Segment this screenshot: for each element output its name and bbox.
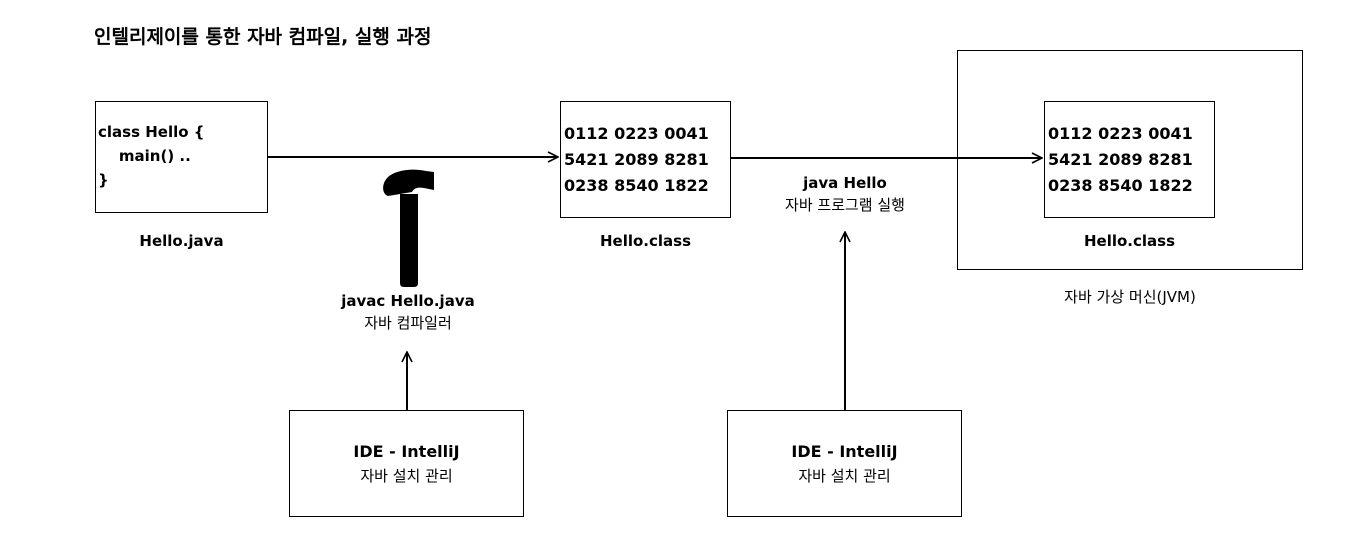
ide-description: 자바 설치 관리 [798, 466, 891, 485]
ide-description: 자바 설치 관리 [360, 466, 453, 485]
code-line: main() .. [98, 147, 191, 165]
jvm-class-box: 0112 0223 0041 5421 2089 8281 0238 8540 … [1044, 101, 1215, 218]
bytecode-line: 0112 0223 0041 [1048, 124, 1193, 143]
diagram-title: 인텔리제이를 통한 자바 컴파일, 실행 과정 [94, 26, 432, 48]
code-line: } [98, 171, 109, 189]
bytecode-line: 0112 0223 0041 [564, 124, 709, 143]
source-file-box: class Hello { main() .. } [95, 101, 268, 213]
source-file-caption: Hello.java [139, 232, 224, 250]
run-description: 자바 프로그램 실행 [785, 196, 905, 214]
ide-run-box: IDE - IntelliJ 자바 설치 관리 [727, 410, 962, 517]
compile-command: javac Hello.java [341, 292, 475, 310]
jvm-container-label: 자바 가상 머신(JVM) [1064, 288, 1196, 306]
bytecode-line: 5421 2089 8281 [1048, 150, 1193, 169]
run-step-label: java Hello 자바 프로그램 실행 [745, 172, 945, 216]
compiled-class-caption: Hello.class [599, 232, 692, 250]
compile-description: 자바 컴파일러 [364, 314, 452, 332]
ide-name: IDE - IntelliJ [791, 441, 898, 461]
bytecode-line: 0238 8540 1822 [564, 176, 709, 195]
ide-compile-box: IDE - IntelliJ 자바 설치 관리 [289, 410, 524, 517]
jvm-class-caption: Hello.class [1083, 232, 1176, 250]
hammer-icon [383, 169, 434, 287]
run-command: java Hello [803, 174, 887, 192]
code-line: class Hello { [98, 123, 205, 141]
compile-step-label: javac Hello.java 자바 컴파일러 [308, 290, 508, 334]
bytecode-line: 5421 2089 8281 [564, 150, 709, 169]
compiled-class-box: 0112 0223 0041 5421 2089 8281 0238 8540 … [560, 101, 731, 218]
bytecode-line: 0238 8540 1822 [1048, 176, 1193, 195]
ide-name: IDE - IntelliJ [353, 441, 460, 461]
